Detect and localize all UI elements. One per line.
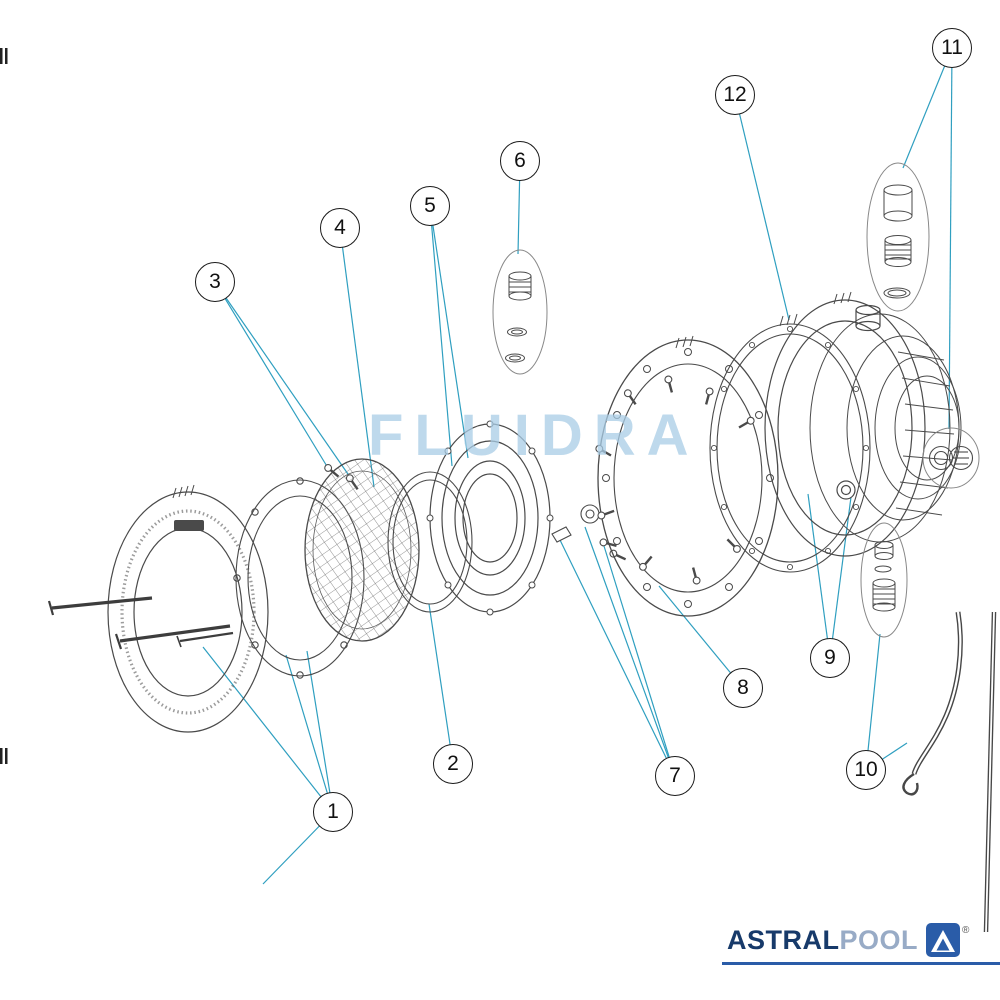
brand-astral: ASTRAL xyxy=(727,924,840,955)
part-cable xyxy=(902,611,997,933)
astralpool-logo-icon xyxy=(926,923,961,957)
watermark-fluidra: FLUIDRA xyxy=(368,403,700,468)
callout-4-label: 4 xyxy=(334,216,346,239)
callout-9-label: 9 xyxy=(824,646,836,669)
part-side-plugs xyxy=(922,427,980,489)
callout-5-label: 5 xyxy=(424,194,436,217)
callout-3: 3 xyxy=(195,262,235,302)
callout-3-label: 3 xyxy=(209,270,221,293)
callout-2-label: 2 xyxy=(447,752,459,775)
callout-5: 5 xyxy=(410,186,450,226)
part-plug-washers xyxy=(492,249,548,375)
edge-marks xyxy=(0,48,8,764)
part-clips-screws xyxy=(551,504,629,564)
part-bezel-ring xyxy=(107,484,269,733)
part-mesh-cover xyxy=(304,458,420,642)
callout-8: 8 xyxy=(723,668,763,708)
callout-6: 6 xyxy=(500,141,540,181)
part-cable-gland xyxy=(860,522,908,638)
callout-1-label: 1 xyxy=(327,800,339,823)
callout-12: 12 xyxy=(715,75,755,115)
callout-11: 11 xyxy=(932,28,972,68)
callout-6-label: 6 xyxy=(514,149,526,172)
callout-1: 1 xyxy=(313,792,353,832)
callout-9: 9 xyxy=(810,638,850,678)
part-conduit-fittings xyxy=(866,162,930,312)
callout-4: 4 xyxy=(320,208,360,248)
callout-10-label: 10 xyxy=(854,758,878,781)
part-lens-assembly xyxy=(426,420,554,616)
callout-10: 10 xyxy=(846,750,886,790)
callout-12-label: 12 xyxy=(723,83,747,106)
brand-pool: POOL xyxy=(839,924,919,955)
callout-8-label: 8 xyxy=(737,676,749,699)
part-fixing-screws xyxy=(47,596,234,650)
callout-7: 7 xyxy=(655,756,695,796)
callout-2: 2 xyxy=(433,744,473,784)
part-niche-housing xyxy=(764,291,962,557)
brand-underline xyxy=(722,962,1000,965)
registered-mark: ® xyxy=(962,924,970,936)
callout-11-label: 11 xyxy=(941,36,963,59)
callout-7-label: 7 xyxy=(669,764,681,787)
part-flange-ring xyxy=(593,335,779,617)
